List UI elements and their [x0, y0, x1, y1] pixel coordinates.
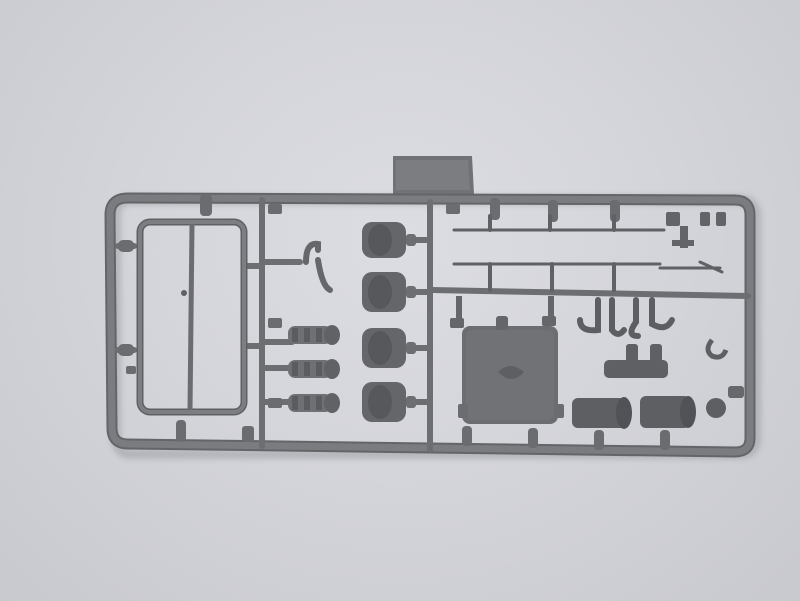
rod-parts [452, 214, 724, 292]
windscreen-frame-part [136, 218, 248, 416]
exhaust-parts [577, 297, 675, 339]
cylinder-parts [572, 396, 696, 429]
radiator-part [458, 316, 564, 424]
hook-part [303, 240, 333, 293]
sprue-frame [104, 192, 756, 458]
sprue-tab [393, 156, 474, 194]
small-tabs [450, 296, 556, 328]
lamp-parts [362, 222, 416, 422]
bracket-parts [666, 212, 726, 248]
spring-parts [288, 325, 340, 413]
exhaust-base-part [604, 344, 668, 378]
right-small-parts [705, 338, 744, 418]
